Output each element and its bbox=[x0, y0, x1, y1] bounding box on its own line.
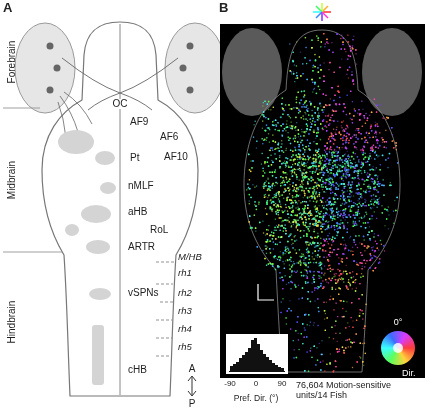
text-label: A bbox=[189, 364, 196, 374]
text-label: vSPNs bbox=[128, 288, 159, 298]
text-label: RoL bbox=[150, 225, 168, 235]
histogram-axis bbox=[229, 371, 285, 372]
text-label: 76,604 Motion-sensitive units/14 Fish bbox=[296, 381, 396, 401]
text-label: cHB bbox=[128, 365, 147, 375]
text-label: AF6 bbox=[160, 132, 178, 142]
text-label: AF10 bbox=[164, 152, 188, 162]
region-label: Midbrain bbox=[7, 161, 17, 199]
text-label: B bbox=[219, 1, 228, 14]
histogram-bars bbox=[230, 338, 284, 371]
color-wheel bbox=[381, 331, 415, 365]
text-label: rh2 bbox=[178, 288, 192, 298]
text-label: rh3 bbox=[178, 306, 192, 316]
region-label: Hindbrain bbox=[7, 301, 17, 344]
text-label: AF9 bbox=[130, 117, 148, 127]
text-label: rh5 bbox=[178, 342, 192, 352]
text-label: rh1 bbox=[178, 268, 192, 278]
text-label: Dir. bbox=[402, 369, 416, 378]
text-label: -90 bbox=[224, 380, 236, 388]
text-label: P bbox=[189, 399, 196, 409]
text-label: A bbox=[3, 1, 12, 14]
scale-bar bbox=[258, 284, 274, 300]
text-label: OC bbox=[112, 99, 129, 109]
text-label: ARTR bbox=[128, 242, 155, 252]
text-label: Pref. Dir. (°) bbox=[234, 394, 278, 403]
region-label: Forebrain bbox=[7, 41, 17, 84]
text-label: rh4 bbox=[178, 324, 192, 334]
text-label: nMLF bbox=[128, 181, 154, 191]
text-label: 0° bbox=[394, 318, 403, 327]
text-label: aHB bbox=[128, 207, 147, 217]
text-label: 90 bbox=[278, 380, 287, 388]
text-label: 0 bbox=[254, 380, 258, 388]
text-label: M/HB bbox=[178, 252, 202, 262]
text-label: Pt bbox=[130, 153, 139, 163]
histogram-inset bbox=[226, 334, 288, 374]
